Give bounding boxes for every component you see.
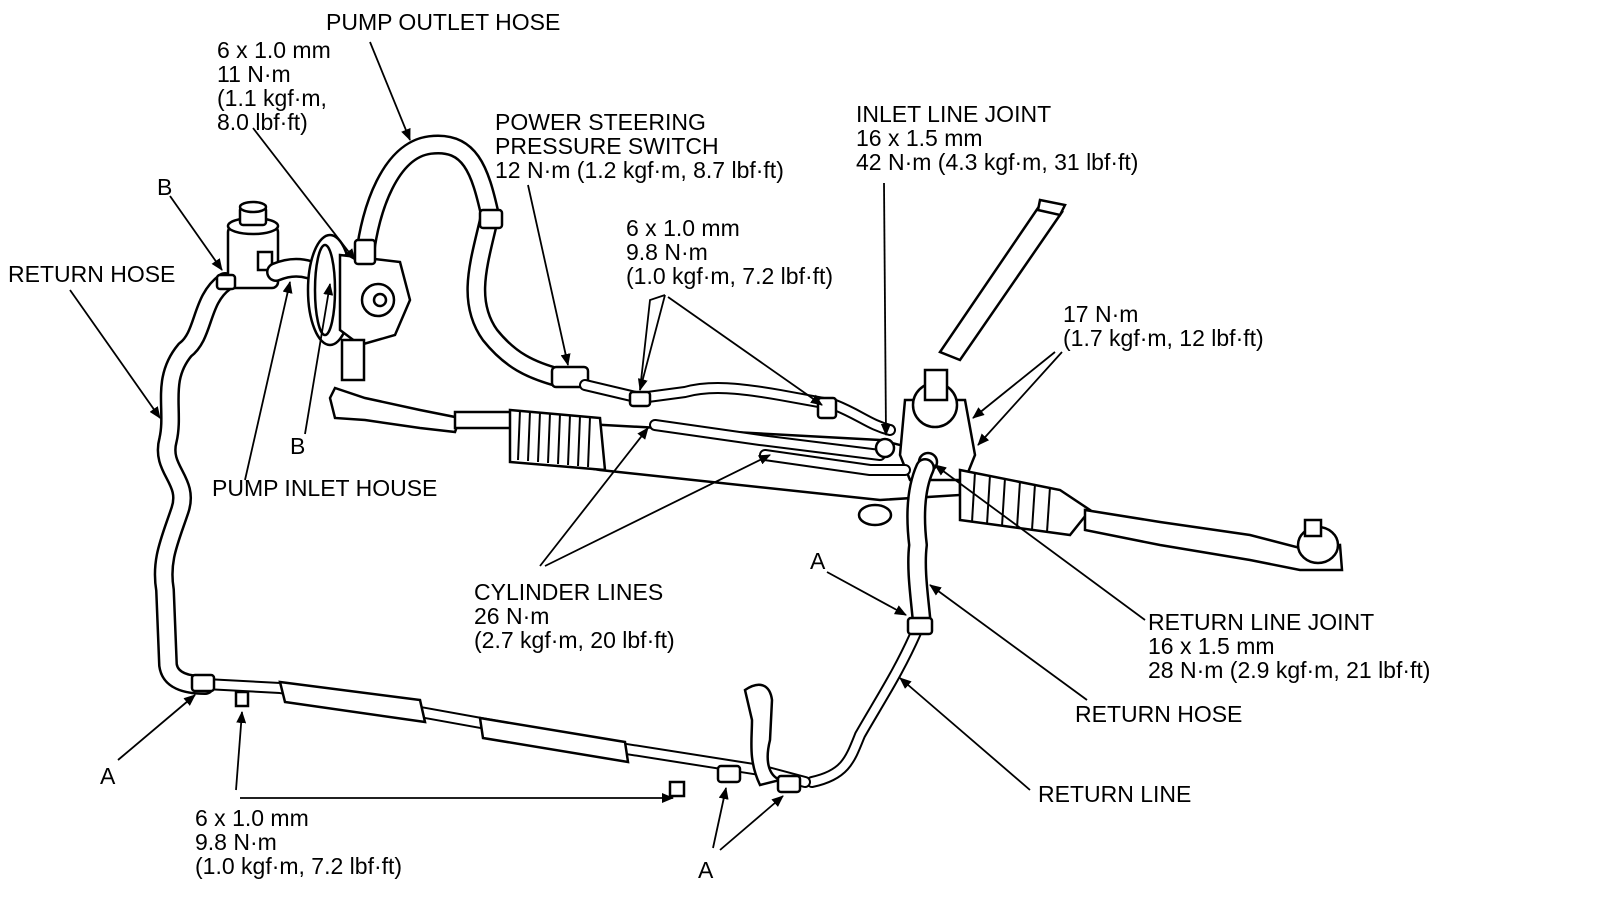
- nut-17-kgf: (1.7 kgf·m, 12 lbf·ft): [1063, 325, 1264, 351]
- b-bottom-text: B: [290, 433, 306, 459]
- pump-inlet-house-label: PUMP INLET HOUSE: [212, 476, 437, 500]
- a-bottom-text: A: [698, 857, 714, 883]
- return-line-joint-torque: 28 N·m (2.9 kgf·m, 21 lbf·ft): [1148, 657, 1431, 683]
- lower-bolt-kgf: (1.0 kgf·m, 7.2 lbf·ft): [195, 853, 403, 879]
- inlet-line-joint-label: INLET LINE JOINT 16 x 1.5 mm 42 N·m (4.3…: [856, 102, 1138, 174]
- ps-switch-line1: POWER STEERING: [495, 109, 706, 135]
- pump-bolt-lbf: 8.0 lbf·ft): [217, 109, 308, 135]
- a-label-left: A: [100, 764, 115, 788]
- return-hose-left-text: RETURN HOSE: [8, 261, 176, 287]
- pump-inlet-house-text: PUMP INLET HOUSE: [212, 475, 438, 501]
- ps-switch-label: POWER STEERING PRESSURE SWITCH 12 N·m (1…: [495, 110, 784, 182]
- inlet-line-joint-size: 16 x 1.5 mm: [856, 125, 983, 151]
- upper-bolt-torque: 9.8 N·m: [626, 239, 708, 265]
- inlet-line-joint-torque: 42 N·m (4.3 kgf·m, 31 lbf·ft): [856, 149, 1139, 175]
- b-top-text: B: [157, 174, 173, 200]
- lower-bolt-torque: 9.8 N·m: [195, 829, 277, 855]
- cylinder-lines-drawing: [579, 379, 939, 476]
- pump-bolt-size: 6 x 1.0 mm: [217, 37, 331, 63]
- return-hose-left-drawing: [153, 272, 235, 695]
- return-hose-right-text: RETURN HOSE: [1075, 701, 1243, 727]
- lower-bolt-spec: 6 x 1.0 mm 9.8 N·m (1.0 kgf·m, 7.2 lbf·f…: [195, 806, 402, 878]
- pump-drawing: [306, 233, 412, 382]
- upper-bolt-spec: 6 x 1.0 mm 9.8 N·m (1.0 kgf·m, 7.2 lbf·f…: [626, 216, 833, 288]
- leader-lines: [69, 41, 1146, 851]
- cylinder-lines-kgf: (2.7 kgf·m, 20 lbf·ft): [474, 627, 675, 653]
- return-line-joint-label: RETURN LINE JOINT 16 x 1.5 mm 28 N·m (2.…: [1148, 610, 1430, 682]
- return-line-drawing: [806, 458, 935, 788]
- tie-rod-left-drawing: [328, 386, 517, 434]
- ps-switch-torque: 12 N·m (1.2 kgf·m, 8.7 lbf·ft): [495, 157, 784, 183]
- pump-outlet-hose-label: PUMP OUTLET HOSE: [326, 10, 560, 34]
- upper-bolt-kgf: (1.0 kgf·m, 7.2 lbf·ft): [626, 263, 834, 289]
- a-left-text: A: [100, 763, 116, 789]
- ps-switch-line2: PRESSURE SWITCH: [495, 133, 719, 159]
- return-line-joint-size: 16 x 1.5 mm: [1148, 633, 1275, 659]
- b-label-top: B: [157, 175, 172, 199]
- a-label-mid: A: [810, 549, 825, 573]
- cylinder-lines-torque: 26 N·m: [474, 603, 550, 629]
- return-line-label: RETURN LINE: [1038, 782, 1191, 806]
- pump-outlet-hose-text: PUMP OUTLET HOSE: [326, 9, 561, 35]
- return-line-text: RETURN LINE: [1038, 781, 1192, 807]
- return-hose-left-label: RETURN HOSE: [8, 262, 175, 286]
- a-label-bottom: A: [698, 858, 713, 882]
- steering-shaft-drawing: [938, 198, 1067, 362]
- reservoir-drawing: [215, 200, 280, 291]
- b-label-bottom: B: [290, 434, 305, 458]
- pump-bolt-spec: 6 x 1.0 mm 11 N·m (1.1 kgf·m, 8.0 lbf·ft…: [217, 38, 331, 134]
- cylinder-lines-label: CYLINDER LINES 26 N·m (2.7 kgf·m, 20 lbf…: [474, 580, 675, 652]
- pump-outlet-hose-drawing: [355, 134, 590, 389]
- return-hose-right-label: RETURN HOSE: [1075, 702, 1242, 726]
- cylinder-lines-title: CYLINDER LINES: [474, 579, 664, 605]
- pump-bolt-kgf: (1.1 kgf·m,: [217, 85, 327, 111]
- tie-rod-right-drawing: [958, 468, 1344, 572]
- upper-bolt-size: 6 x 1.0 mm: [626, 215, 740, 241]
- nut-17-torque: 17 N·m: [1063, 301, 1139, 327]
- lower-bolt-size: 6 x 1.0 mm: [195, 805, 309, 831]
- inlet-line-joint-title: INLET LINE JOINT: [856, 101, 1052, 127]
- nut-17-spec: 17 N·m (1.7 kgf·m, 12 lbf·ft): [1063, 302, 1264, 350]
- pump-bolt-torque: 11 N·m: [217, 61, 291, 87]
- a-mid-text: A: [810, 548, 826, 574]
- return-pipe-drawing: [190, 673, 811, 798]
- return-line-joint-title: RETURN LINE JOINT: [1148, 609, 1375, 635]
